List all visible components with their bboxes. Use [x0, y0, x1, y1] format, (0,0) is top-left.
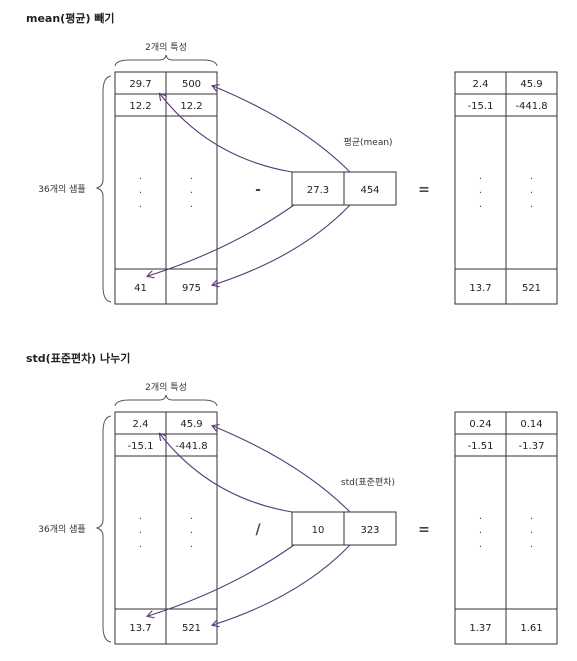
matrix-cell: 521	[182, 623, 201, 634]
ellipsis-dots: ·	[530, 528, 533, 539]
matrix-cell: 13.7	[129, 623, 151, 634]
section-2: std(표준편차) 나누기 2개의 특성 36개의 샘플 2.4 45.9 -15.1 -4…	[26, 351, 558, 645]
matrix-cell: 12.2	[129, 101, 151, 112]
matrix-cell: 2.4	[133, 419, 149, 430]
ellipsis-dots: ·	[530, 542, 533, 553]
equals-sign: =	[418, 182, 430, 198]
matrix-cell: -1.37	[519, 441, 545, 452]
matrix-cell: 29.7	[129, 79, 151, 90]
section-title: mean(평균) 빼기	[26, 11, 115, 25]
input-matrix: 29.7 500 12.2 12.2 41 975 · · · · · ·	[114, 71, 218, 305]
broadcast-arrow	[148, 204, 295, 276]
vector-label: 평균(mean)	[343, 137, 392, 148]
matrix-cell: 521	[522, 283, 541, 294]
broadcast-arrow	[213, 426, 351, 513]
ellipsis-dots: ·	[530, 188, 533, 199]
matrix-cell: 12.2	[180, 101, 202, 112]
ellipsis-dots: ·	[190, 514, 193, 525]
ellipsis-dots: ·	[479, 202, 482, 213]
matrix-cell: 1.61	[520, 623, 542, 634]
vector-cell: 454	[360, 185, 379, 196]
matrix-cell: -15.1	[468, 101, 494, 112]
broadcast-arrow	[160, 94, 293, 173]
ellipsis-dots: ·	[139, 528, 142, 539]
samples-brace	[95, 75, 112, 303]
matrix-cell: -441.8	[515, 101, 547, 112]
samples-brace	[95, 415, 112, 643]
ellipsis-dots: ·	[479, 542, 482, 553]
input-matrix: 2.4 45.9 -15.1 -441.8 13.7 521 · · · · · ·	[114, 411, 218, 645]
vector-cell: 27.3	[307, 185, 329, 196]
ellipsis-dots: ·	[479, 514, 482, 525]
ellipsis-dots: ·	[139, 188, 142, 199]
output-matrix: 2.4 45.9 -15.1 -441.8 13.7 521 · · · · · ·	[454, 71, 558, 305]
matrix-cell: 1.37	[469, 623, 491, 634]
matrix-cell: 0.14	[520, 419, 542, 430]
ellipsis-dots: ·	[530, 174, 533, 185]
matrix-cell: -15.1	[128, 441, 154, 452]
vector-label: std(표준편차)	[341, 476, 395, 488]
ellipsis-dots: ·	[530, 514, 533, 525]
ellipsis-dots: ·	[139, 174, 142, 185]
equals-sign: =	[418, 522, 430, 538]
matrix-cell: 0.24	[469, 419, 491, 430]
features-brace	[114, 54, 218, 67]
operator-sign: -	[255, 182, 261, 198]
samples-label: 36개의 샘플	[38, 184, 85, 195]
ellipsis-dots: ·	[190, 542, 193, 553]
matrix-cell: 45.9	[520, 79, 542, 90]
matrix-cell: 45.9	[180, 419, 202, 430]
matrix-cell: 2.4	[473, 79, 489, 90]
ellipsis-dots: ·	[530, 202, 533, 213]
ellipsis-dots: ·	[479, 528, 482, 539]
matrix-cell: 41	[134, 283, 147, 294]
vector-cell: 323	[360, 525, 379, 536]
operator-sign: /	[255, 522, 261, 538]
ellipsis-dots: ·	[139, 202, 142, 213]
features-brace	[114, 394, 218, 407]
matrix-cell: -441.8	[175, 441, 207, 452]
samples-label: 36개의 샘플	[38, 524, 85, 535]
section-title: std(표준편차) 나누기	[26, 351, 130, 365]
features-label: 2개의 특성	[145, 42, 187, 53]
broadcast-arrow	[213, 204, 351, 285]
matrix-cell: 975	[182, 283, 201, 294]
ellipsis-dots: ·	[139, 514, 142, 525]
ellipsis-dots: ·	[190, 528, 193, 539]
output-matrix: 0.24 0.14 -1.51 -1.37 1.37 1.61 · · · · · ·	[454, 411, 558, 645]
ellipsis-dots: ·	[139, 542, 142, 553]
vector-cell: 10	[312, 525, 325, 536]
broadcast-arrow	[160, 434, 293, 513]
broadcast-arrow	[148, 544, 295, 616]
section-1: mean(평균) 빼기 2개의 특성 36개의 샘플 29.7 500 12.2 12.2 4…	[26, 11, 558, 305]
ellipsis-dots: ·	[479, 174, 482, 185]
vector-box: 27.3 454	[291, 171, 397, 206]
ellipsis-dots: ·	[190, 174, 193, 185]
broadcast-arrow	[213, 86, 351, 173]
ellipsis-dots: ·	[190, 202, 193, 213]
matrix-cell: -1.51	[468, 441, 494, 452]
matrix-cell: 13.7	[469, 283, 491, 294]
broadcast-arrow	[213, 544, 351, 625]
matrix-cell: 500	[182, 79, 201, 90]
ellipsis-dots: ·	[479, 188, 482, 199]
vector-box: 10 323	[291, 511, 397, 546]
features-label: 2개의 특성	[145, 382, 187, 393]
ellipsis-dots: ·	[190, 188, 193, 199]
